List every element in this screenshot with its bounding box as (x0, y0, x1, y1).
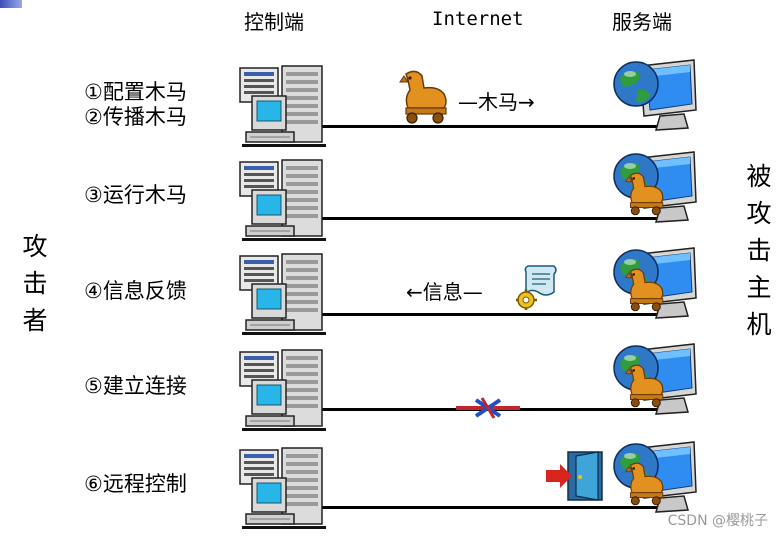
victim-char: 机 (746, 310, 772, 339)
header-internet: Internet (432, 8, 524, 30)
step-6-label: ⑥远程控制 (84, 472, 187, 497)
trojan-horse-icon (624, 460, 666, 506)
client-pc-icon (238, 348, 330, 433)
connection-line-3 (296, 313, 658, 316)
step-3-label: ③运行木马 (84, 183, 187, 208)
door-arrow-icon (546, 450, 606, 502)
victim-char: 攻 (746, 199, 772, 228)
step-1-2-label: ①配置木马 ②传播木马 (84, 80, 187, 130)
trojan-horse-icon (624, 266, 666, 312)
victim-host-label: 被 攻 击 主 机 (744, 158, 774, 343)
step-line: ⑥远程控制 (84, 472, 187, 496)
trojan-flow-arrow: —木马→ (458, 90, 535, 114)
header-client: 控制端 (244, 10, 304, 34)
attacker-label: 攻 击 者 (20, 228, 50, 339)
step-line: ①配置木马 (84, 80, 187, 104)
attacker-char: 者 (22, 306, 48, 335)
attacker-char: 攻 (22, 232, 48, 261)
step-5-label: ⑤建立连接 (84, 374, 187, 399)
trojan-horse-icon (398, 68, 450, 124)
victim-char: 被 (746, 162, 772, 191)
step-line: ④信息反馈 (84, 279, 187, 303)
trojan-horse-icon (624, 170, 666, 216)
step-line: ⑤建立连接 (84, 374, 187, 398)
client-pc-icon (238, 252, 330, 337)
client-pc-icon (238, 446, 330, 531)
info-flow-arrow: ←信息— (406, 280, 483, 304)
connection-line-2 (296, 217, 658, 220)
trojan-horse-icon (624, 362, 666, 408)
header-server: 服务端 (612, 10, 672, 34)
target-host-icon (610, 58, 702, 140)
victim-char: 主 (746, 273, 772, 302)
client-pc-icon (238, 64, 330, 149)
attacker-char: 击 (22, 269, 48, 298)
step-line: ②传播木马 (84, 105, 187, 129)
tied-cables-icon (456, 396, 520, 420)
corner-accent (0, 0, 22, 8)
scroll-gear-icon (516, 262, 560, 310)
step-4-label: ④信息反馈 (84, 279, 187, 304)
connection-line-5 (296, 506, 658, 509)
connection-line-1 (296, 125, 658, 128)
victim-char: 击 (746, 236, 772, 265)
step-line: ③运行木马 (84, 183, 187, 207)
client-pc-icon (238, 158, 330, 243)
watermark: CSDN @樱桃子 (667, 513, 768, 529)
